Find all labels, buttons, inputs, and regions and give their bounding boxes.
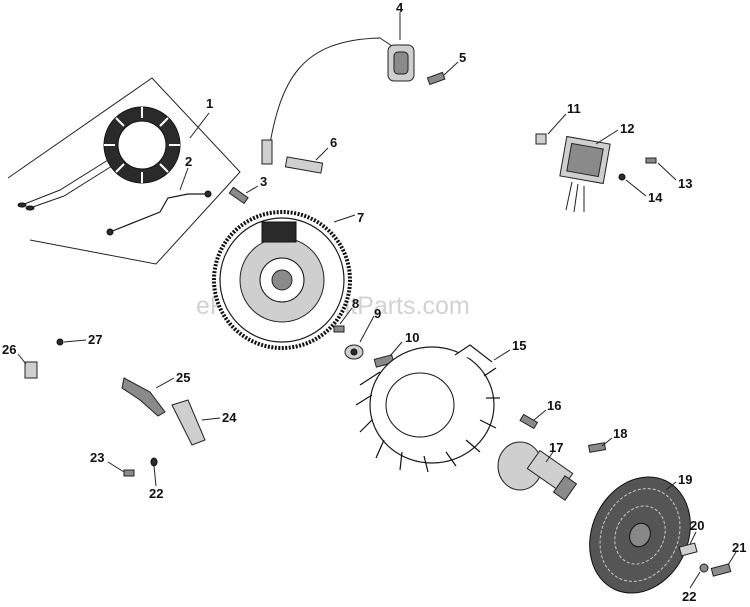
callout-18: 18	[613, 426, 627, 441]
callout-27: 27	[88, 332, 102, 347]
callout-26: 26	[2, 342, 16, 357]
callout-22b: 22	[682, 589, 696, 604]
callout-20: 20	[690, 518, 704, 533]
callout-16: 16	[547, 398, 561, 413]
part-bracket	[106, 190, 212, 236]
callout-10: 10	[405, 330, 419, 345]
callout-11: 11	[567, 101, 581, 116]
part-screw-10	[373, 354, 395, 368]
callout-2: 2	[185, 154, 192, 169]
callout-12: 12	[620, 121, 634, 136]
callout-15: 15	[512, 338, 526, 353]
callout-6: 6	[330, 135, 337, 150]
callout-4: 4	[396, 0, 404, 15]
part-stator	[7, 77, 241, 265]
part-fan	[355, 344, 500, 473]
part-screw-18	[588, 442, 607, 453]
callout-25: 25	[176, 370, 190, 385]
callout-23: 23	[90, 450, 104, 465]
callout-14: 14	[648, 190, 663, 205]
callout-13: 13	[678, 176, 692, 191]
part-screw-5	[426, 71, 446, 86]
part-spark-plug	[284, 156, 324, 174]
leader-lines	[17, 12, 737, 589]
part-control-module	[535, 133, 657, 213]
callout-5: 5	[459, 50, 466, 65]
part-small-hardware	[24, 338, 206, 477]
callout-3: 3	[260, 174, 267, 189]
callout-8: 8	[352, 296, 359, 311]
callout-22a: 22	[149, 486, 163, 501]
part-screw-16	[519, 413, 539, 430]
part-screen	[589, 476, 691, 594]
part-flywheel	[212, 210, 352, 350]
part-hub	[497, 441, 578, 501]
callout-7: 7	[357, 210, 364, 225]
part-spacer	[678, 542, 732, 577]
callout-1: 1	[206, 96, 213, 111]
callout-19: 19	[678, 472, 692, 487]
part-ignition-lead	[261, 37, 415, 165]
callout-17: 17	[549, 440, 563, 455]
part-screw-3	[228, 186, 249, 205]
callout-9: 9	[374, 306, 381, 321]
callout-24: 24	[222, 410, 237, 425]
part-washer	[333, 325, 364, 360]
callout-21: 21	[732, 540, 746, 555]
